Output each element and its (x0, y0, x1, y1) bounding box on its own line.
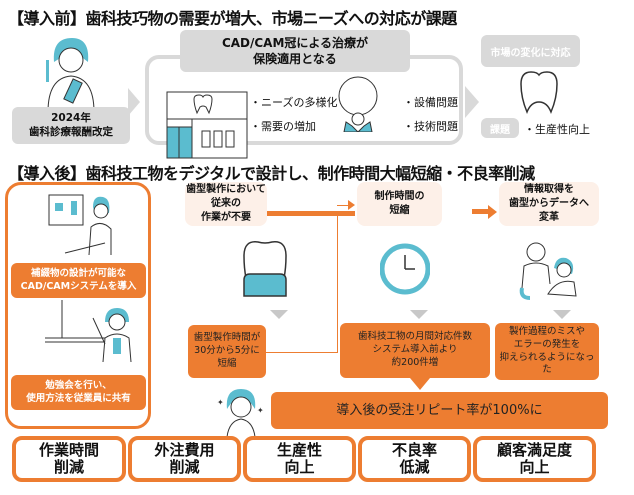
flow-connector (337, 205, 351, 206)
arrow-right-icon (465, 86, 479, 118)
problem-item: ・技術問題 (403, 120, 458, 133)
designer-at-screen-illustration (48, 194, 112, 255)
dentist-illustration (46, 38, 95, 112)
flow-connector (266, 352, 338, 353)
tooth-icon (520, 71, 558, 114)
down-arrow-icon (553, 310, 571, 319)
system-panel (5, 182, 151, 429)
issue-label: 課題 (481, 118, 519, 138)
step-top-3: 情報取得を 歯型からデータへ 変革 (499, 182, 599, 226)
teacher-illustration (45, 300, 132, 362)
svg-text:✦: ✦ (257, 406, 264, 415)
arrow-right-icon (348, 200, 355, 210)
svg-text:✦: ✦ (217, 398, 224, 407)
step-result-1: 歯型製作時間が 30分から5分に短縮 (188, 325, 266, 378)
step-top-1: 歯型製作において従来の 作業が不要 (185, 182, 267, 226)
step-result-2: 歯科技工物の月間対応件数 システム導入前より 約200件増 (340, 323, 490, 378)
down-arrow-icon (410, 310, 428, 319)
result-customer-satisfaction: 顧客満足度 向上 (473, 436, 596, 482)
dentist-patient-illustration (519, 242, 577, 300)
result-work-time: 作業時間 削減 (12, 436, 126, 482)
happy-person-illustration: ✦✦ (217, 389, 264, 437)
repeat-rate-banner: 導入後の受注リピート率が100%に (271, 392, 608, 429)
step-top-2: 制作時間の 短縮 (357, 182, 442, 226)
need-item: ・ニーズの多様化 (250, 96, 338, 109)
down-arrow-icon (410, 378, 430, 390)
flow-connector (265, 211, 355, 216)
cad-cam-box: 補綴物の設計が可能な CAD/CAMシステムを導入 (11, 263, 146, 298)
flow-connector (337, 213, 338, 353)
need-item: ・需要の増加 (250, 120, 316, 133)
issue-text: ・生産性向上 (524, 123, 590, 136)
training-box: 勉強会を行い、 使用方法を従業員に共有 (11, 375, 146, 410)
problem-item: ・設備問題 (403, 96, 458, 109)
step-result-3: 製作過程のミスや エラーの発生を 抑えられるようになった (495, 323, 599, 380)
result-outsourcing-cost: 外注費用 削減 (128, 436, 241, 482)
crown-tooth-icon (243, 241, 287, 297)
arrow-right-icon (128, 88, 140, 116)
insurance-header: CAD/CAM冠による治療が 保険適用となる (180, 30, 410, 72)
dental-clinic-icon (166, 91, 248, 159)
before-title: 【導入前】歯科技巧物の需要が増大、市場ニーズへの対応が課題 (8, 9, 457, 28)
down-arrow-icon (270, 310, 288, 319)
market-box: 市場の変化に対応 (481, 35, 580, 67)
clock-icon (380, 243, 430, 295)
after-title: 【導入後】歯科技工物をデジタルで設計し、制作時間大幅短縮・不良率削減 (8, 164, 535, 183)
revision-box: 2024年 歯科診療報酬改定 (12, 107, 130, 144)
burdened-person-icon (338, 76, 378, 132)
arrow-right-icon (488, 205, 497, 219)
result-defect-rate: 不良率 低減 (358, 436, 471, 482)
result-productivity: 生産性 向上 (243, 436, 356, 482)
flow-connector (472, 209, 490, 214)
